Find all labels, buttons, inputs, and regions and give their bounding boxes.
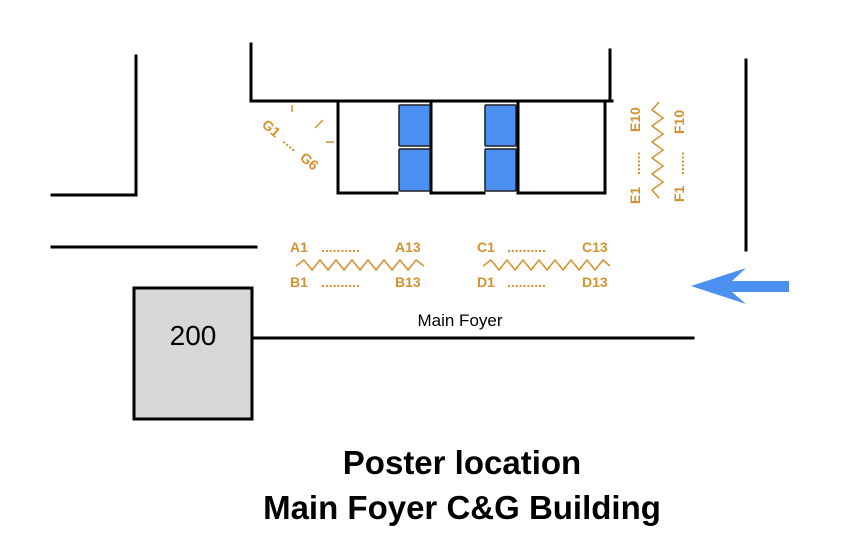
room-200: 200 xyxy=(132,286,254,421)
room-number: 200 xyxy=(170,320,217,351)
poster-label-d-end: D13 xyxy=(582,274,608,290)
poster-label-g-end: G6 xyxy=(297,149,322,173)
poster-dots-e: ...... xyxy=(627,152,643,175)
poster-dots-f: ...... xyxy=(671,152,687,175)
poster-board-c-d xyxy=(482,258,611,272)
elevator-door xyxy=(484,148,517,192)
poster-label-e-end: E10 xyxy=(627,107,643,132)
poster-board-g-tick xyxy=(314,119,324,129)
poster-label-a-start: A1 xyxy=(290,239,308,255)
elevator-doors xyxy=(398,104,517,192)
poster-label-a-end: A13 xyxy=(395,239,421,255)
poster-label-f-start: F1 xyxy=(671,185,687,202)
title-line-2: Main Foyer C&G Building xyxy=(263,489,661,526)
poster-board-e-f xyxy=(650,101,665,199)
poster-rows-c-d: C1 .......... C13 D1 .......... D13 xyxy=(477,239,611,290)
walls xyxy=(50,42,748,340)
poster-dots-a: .......... xyxy=(321,239,360,255)
poster-label-e-start: E1 xyxy=(627,187,643,204)
poster-dots-d: .......... xyxy=(507,274,546,290)
arrow-left-icon xyxy=(691,268,789,304)
elevator-door xyxy=(398,148,431,192)
elevator-frame-right xyxy=(516,99,607,195)
entrance-arrow-head xyxy=(691,268,789,304)
poster-board-a-b xyxy=(295,258,425,272)
elevator-frame-left xyxy=(336,99,399,195)
room-box xyxy=(132,286,254,421)
poster-dots-g: .... xyxy=(280,132,302,154)
poster-dots-b: .......... xyxy=(321,274,360,290)
poster-rows-e-f: E1 ...... E10 F1 ...... F10 xyxy=(627,101,687,204)
elevator-frame-middle xyxy=(429,99,486,195)
area-label: Main Foyer xyxy=(417,311,502,330)
elevator-door xyxy=(484,104,517,147)
poster-row-g: G1 .... G6 xyxy=(259,105,334,173)
title-line-1: Poster location xyxy=(343,444,581,481)
poster-label-b-end: B13 xyxy=(395,274,421,290)
elevator-door xyxy=(398,104,431,147)
poster-label-c-end: C13 xyxy=(582,239,608,255)
poster-label-f-end: F10 xyxy=(671,110,687,134)
poster-label-g-start: G1 xyxy=(259,116,284,140)
poster-dots-c: .......... xyxy=(507,239,546,255)
poster-label-c-start: C1 xyxy=(477,239,495,255)
poster-rows-a-b: A1 .......... A13 B1 .......... B13 xyxy=(290,239,425,290)
poster-label-b-start: B1 xyxy=(290,274,308,290)
poster-label-d-start: D1 xyxy=(477,274,495,290)
